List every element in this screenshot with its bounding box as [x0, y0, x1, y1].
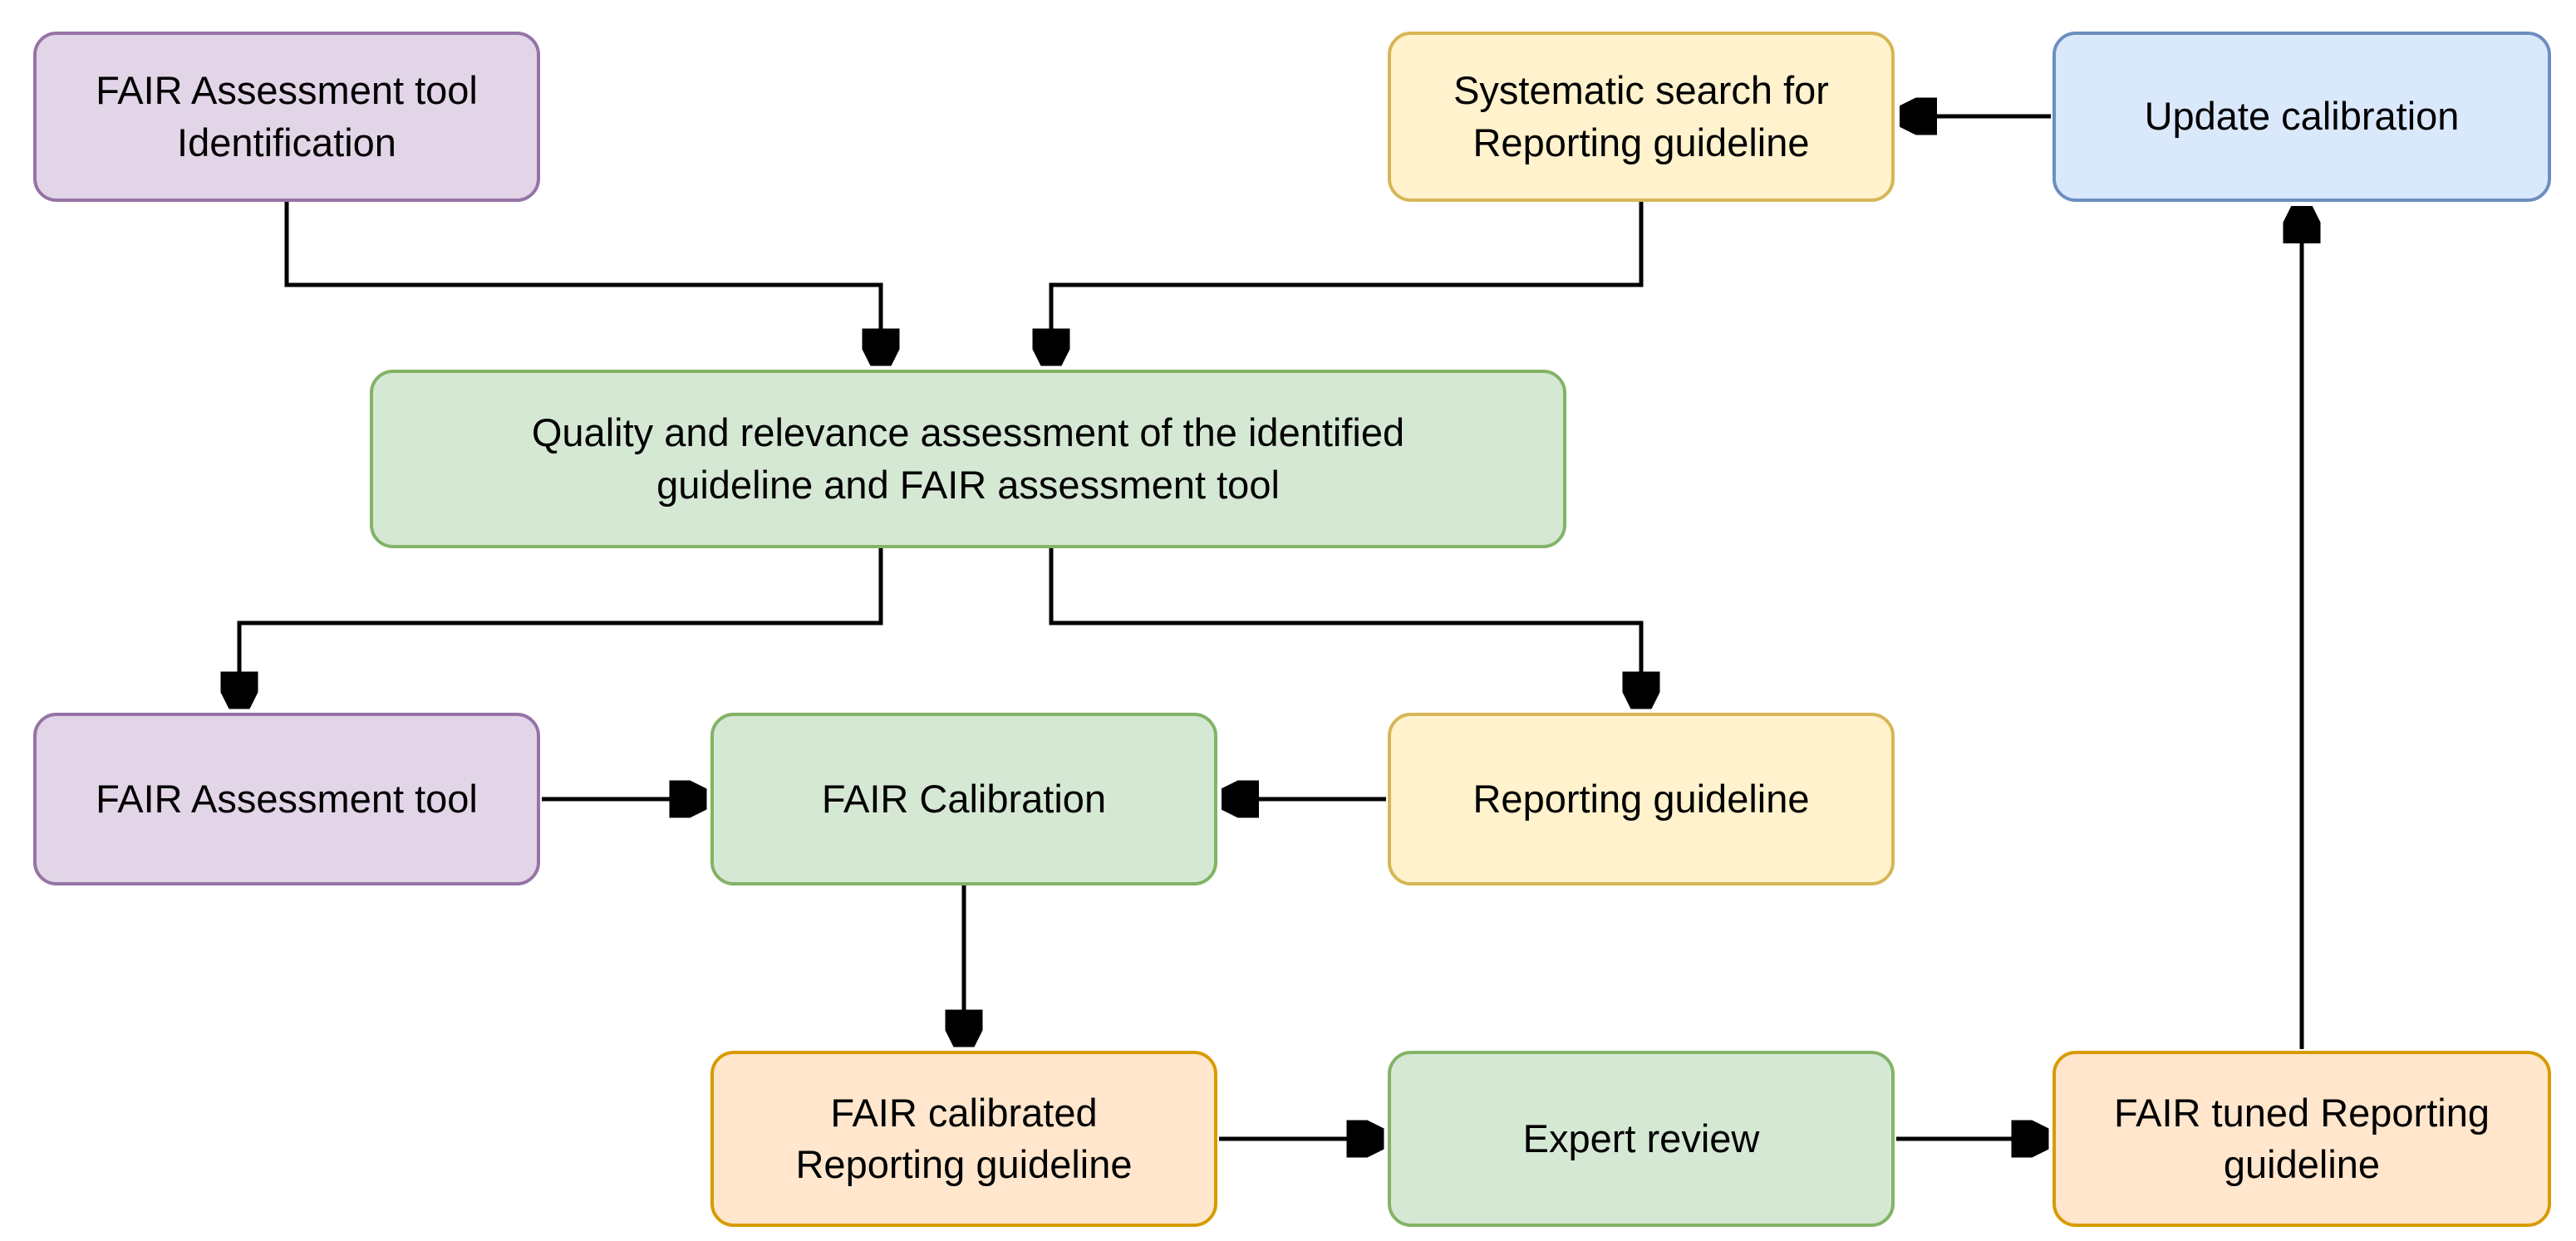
node-systematic-search: Systematic search for Reporting guidelin… [1388, 32, 1895, 202]
edge-systematic-search-to-quality-assessment [1051, 202, 1644, 364]
node-expert-review: Expert review [1388, 1051, 1895, 1227]
node-fair-assessment-tool-identification: FAIR Assessment tool Identification [33, 32, 540, 202]
node-fair-tuned-reporting-guideline: FAIR tuned Reporting guideline [2052, 1051, 2551, 1227]
node-update-calibration: Update calibration [2052, 32, 2551, 202]
node-fair-assessment-tool: FAIR Assessment tool [33, 713, 540, 885]
node-fair-calibration: FAIR Calibration [710, 713, 1217, 885]
edge-quality-assessment-to-reporting-guideline [1049, 548, 1641, 707]
edge-identification-to-quality-assessment [284, 202, 881, 364]
node-quality-relevance-assessment: Quality and relevance assessment of the … [370, 370, 1566, 548]
node-reporting-guideline: Reporting guideline [1388, 713, 1895, 885]
node-fair-calibrated-reporting-guideline: FAIR calibrated Reporting guideline [710, 1051, 1217, 1227]
edge-quality-assessment-to-fair-assessment-tool [239, 548, 883, 707]
